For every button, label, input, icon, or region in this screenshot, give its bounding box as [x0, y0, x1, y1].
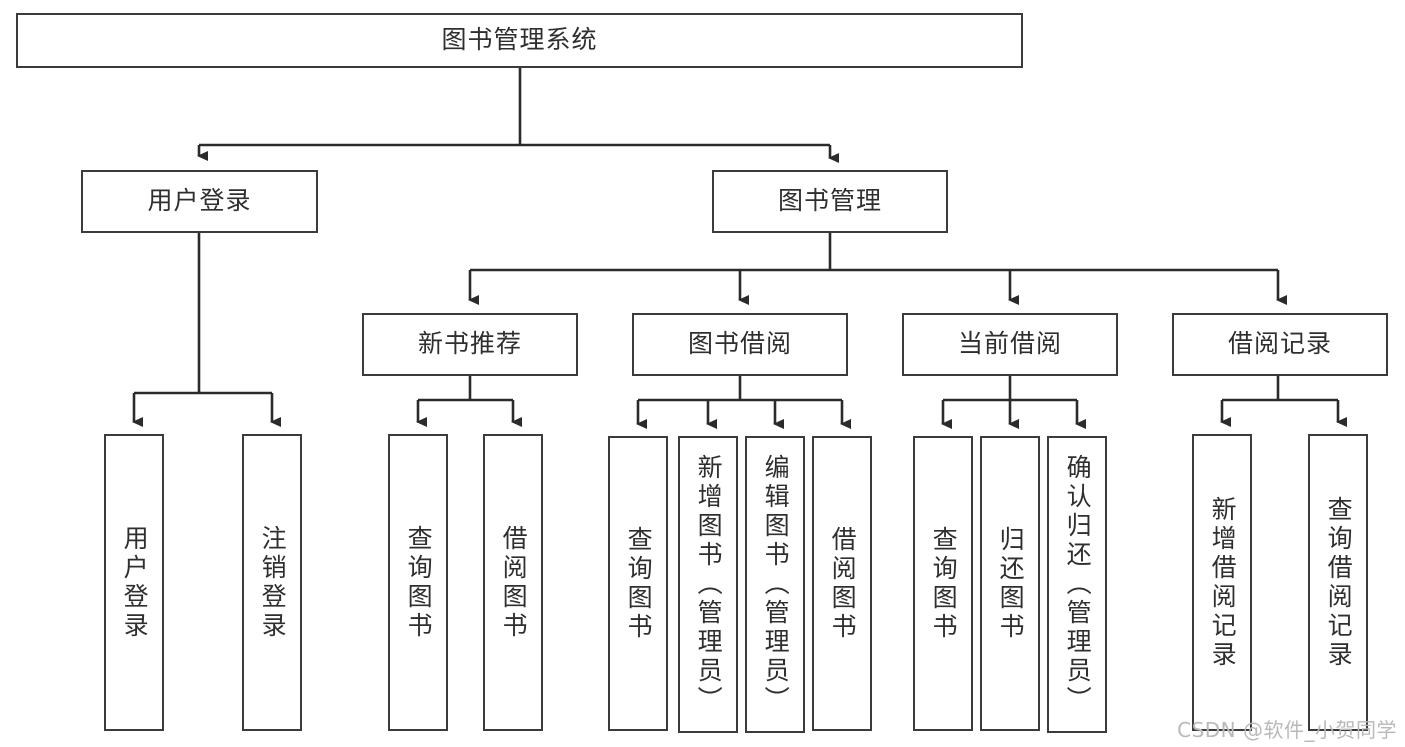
node-label: 借阅图书	[499, 524, 529, 641]
node-root-book-management-system[interactable]: 图书管理系统	[16, 13, 1023, 68]
node-leaf-add-borrow-record[interactable]: 新增借阅记录	[1192, 434, 1252, 731]
node-label: 借阅记录	[1227, 329, 1332, 359]
node-label: 新增借阅记录	[1208, 495, 1238, 670]
node-label: 查询图书	[929, 525, 959, 642]
node-label: 新书推荐	[417, 329, 522, 359]
node-user-login[interactable]: 用户登录	[81, 170, 318, 233]
node-leaf-borrow-book[interactable]: 借阅图书	[812, 436, 872, 731]
node-label: 当前借阅	[957, 329, 1062, 359]
node-leaf-borrow-book-recommend[interactable]: 借阅图书	[483, 434, 543, 731]
node-label: 查询借阅记录	[1324, 495, 1354, 670]
node-current-borrowing[interactable]: 当前借阅	[902, 313, 1118, 376]
node-leaf-logout[interactable]: 注销登录	[242, 434, 302, 731]
node-leaf-query-book-current[interactable]: 查询图书	[913, 436, 973, 731]
node-label: 用户登录	[120, 524, 150, 641]
node-label: 编辑图书（管理员）	[761, 454, 791, 715]
node-label: 确认归还（管理员）	[1063, 454, 1093, 715]
node-label: 新增图书（管理员）	[694, 454, 724, 715]
node-label: 查询图书	[624, 525, 654, 642]
node-label: 用户登录	[147, 186, 252, 216]
node-label: 图书管理系统	[441, 25, 598, 55]
node-new-book-recommendation[interactable]: 新书推荐	[362, 313, 578, 376]
node-label: 注销登录	[258, 524, 288, 641]
node-label: 图书管理	[777, 186, 882, 216]
node-book-management[interactable]: 图书管理	[712, 170, 948, 233]
node-borrowing-records[interactable]: 借阅记录	[1172, 313, 1388, 376]
node-label: 图书借阅	[687, 329, 792, 359]
csdn-watermark: CSDN @软件_小贺同学	[1177, 718, 1397, 742]
node-leaf-user-login[interactable]: 用户登录	[104, 434, 164, 731]
node-leaf-confirm-return-admin[interactable]: 确认归还（管理员）	[1047, 436, 1107, 733]
node-leaf-edit-book-admin[interactable]: 编辑图书（管理员）	[745, 436, 805, 733]
node-leaf-query-borrow-record[interactable]: 查询借阅记录	[1308, 434, 1368, 731]
node-leaf-return-book[interactable]: 归还图书	[980, 436, 1040, 731]
node-label: 归还图书	[996, 525, 1026, 642]
node-leaf-query-book-recommend[interactable]: 查询图书	[388, 434, 448, 731]
node-leaf-add-book-admin[interactable]: 新增图书（管理员）	[678, 436, 738, 733]
node-label: 查询图书	[404, 524, 434, 641]
node-book-borrowing[interactable]: 图书借阅	[632, 313, 848, 376]
node-leaf-query-book-borrow[interactable]: 查询图书	[608, 436, 668, 731]
node-label: 借阅图书	[828, 525, 858, 642]
